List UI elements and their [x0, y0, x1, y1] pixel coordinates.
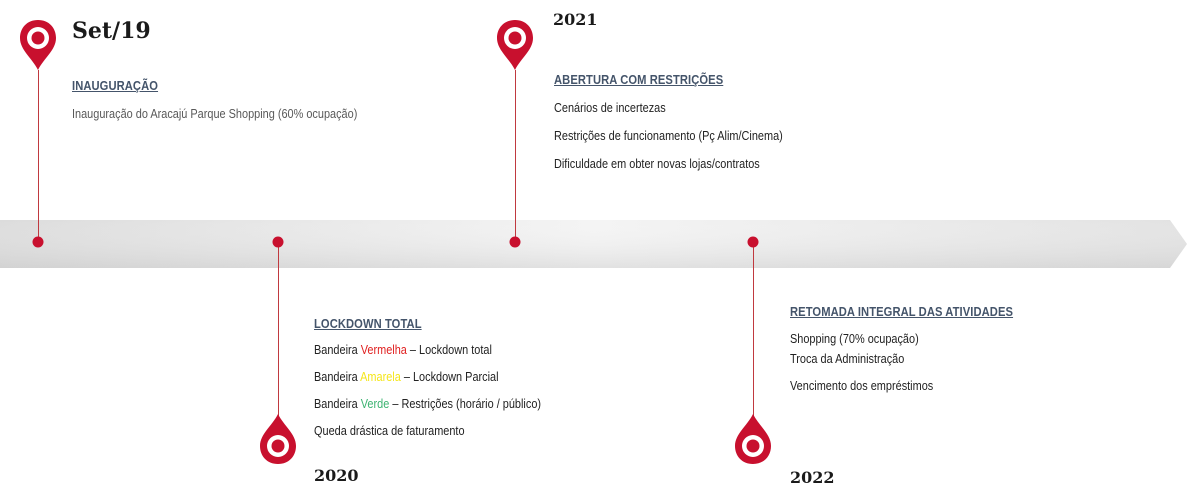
timeline-dot — [509, 236, 521, 248]
event-heading: LOCKDOWN TOTAL — [314, 316, 422, 331]
event-heading: RETOMADA INTEGRAL DAS ATIVIDADES — [790, 304, 1014, 319]
timeline-dot — [32, 236, 44, 248]
flag-prefix: Bandeira — [314, 396, 361, 411]
event-year: Set/19 — [72, 18, 151, 44]
map-pin-icon — [260, 414, 296, 464]
event-detail: Cenários de incertezas — [554, 100, 666, 115]
timeline-connector — [753, 242, 754, 420]
event-detail: Bandeira Vermelha – Lockdown total — [314, 342, 492, 357]
timeline-dot — [747, 236, 759, 248]
map-pin-icon — [497, 20, 533, 70]
timeline-dot — [272, 236, 284, 248]
event-detail: Bandeira Verde – Restrições (horário / p… — [314, 396, 541, 411]
timeline-connector — [278, 242, 279, 420]
event-year: 2020 — [314, 466, 359, 485]
event-detail: Queda drástica de faturamento — [314, 423, 465, 438]
timeline-band — [0, 220, 1187, 268]
flag-color-green: Verde — [360, 396, 390, 411]
timeline-connector — [38, 70, 39, 242]
map-pin-icon — [735, 414, 771, 464]
map-pin-icon — [20, 20, 56, 70]
event-detail: Dificuldade em obter novas lojas/contrat… — [554, 156, 760, 171]
event-heading: INAUGURAÇÃO — [72, 78, 159, 93]
flag-color-red: Vermelha — [360, 342, 407, 357]
event-detail: Bandeira Amarela – Lockdown Parcial — [314, 369, 499, 384]
event-year: 2021 — [553, 10, 598, 29]
flag-suffix: – Lockdown Parcial — [400, 369, 499, 384]
event-heading: ABERTURA COM RESTRIÇÕES — [554, 72, 724, 87]
event-detail: Troca da Administração — [790, 351, 905, 366]
event-detail: Vencimento dos empréstimos — [790, 378, 934, 393]
event-detail: Inauguração do Aracajú Parque Shopping (… — [72, 106, 358, 121]
event-year: 2022 — [790, 468, 835, 487]
flag-color-yellow: Amarela — [360, 369, 401, 384]
flag-prefix: Bandeira — [314, 342, 361, 357]
flag-suffix: – Lockdown total — [406, 342, 492, 357]
event-detail: Restrições de funcionamento (Pç Alim/Cin… — [554, 128, 783, 143]
timeline-connector — [515, 70, 516, 242]
event-detail: Shopping (70% ocupação) — [790, 331, 919, 346]
flag-prefix: Bandeira — [314, 369, 361, 384]
flag-suffix: – Restrições (horário / público) — [389, 396, 542, 411]
